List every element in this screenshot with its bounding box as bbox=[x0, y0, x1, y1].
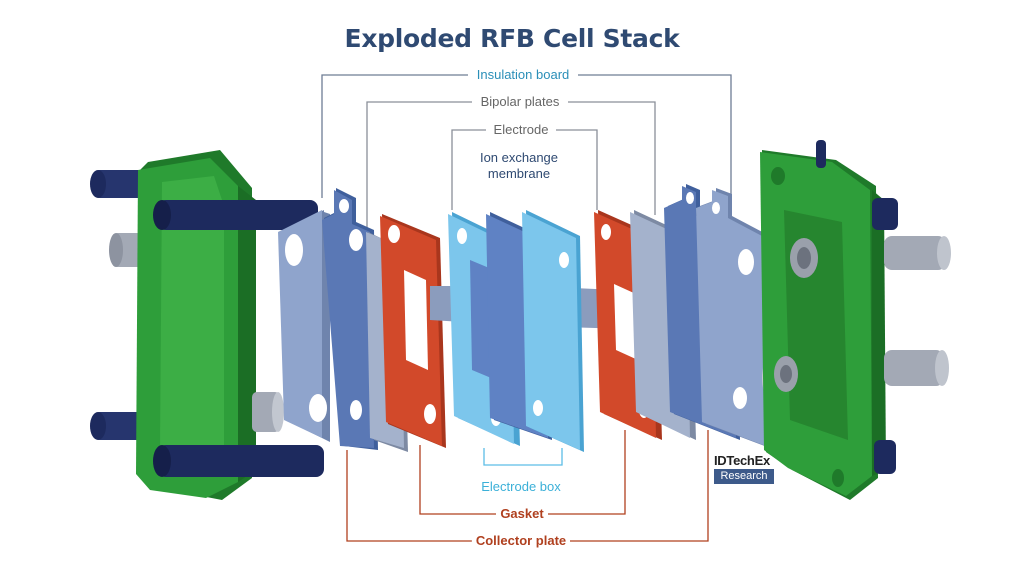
bolt bbox=[816, 140, 826, 168]
gasket-left bbox=[380, 214, 446, 448]
bipolar-plates-leader bbox=[366, 101, 656, 228]
bolt bbox=[153, 200, 318, 230]
spacer bbox=[884, 236, 951, 270]
end-plate-left bbox=[136, 150, 256, 500]
label-collector-plate: Collector plate bbox=[471, 533, 571, 548]
right-end-plate-assembly bbox=[760, 140, 951, 500]
bolt bbox=[153, 445, 324, 477]
label-ion-exchange-membrane: Ion exchange membrane bbox=[479, 150, 559, 181]
insulation-board-right bbox=[696, 188, 770, 448]
collector-plate-leader bbox=[346, 430, 709, 542]
idtechex-logo: IDTechEx Research bbox=[714, 453, 774, 484]
label-insulation-board: Insulation board bbox=[472, 67, 574, 82]
bolt bbox=[874, 440, 896, 474]
gasket-leader bbox=[419, 430, 626, 515]
bipolar-plate-left bbox=[322, 188, 378, 450]
bolt bbox=[872, 198, 898, 230]
label-bipolar-plates: Bipolar plates bbox=[476, 94, 564, 109]
left-end-plate-assembly bbox=[90, 150, 324, 500]
electrode-box-right bbox=[522, 210, 584, 452]
spacer bbox=[884, 350, 949, 386]
logo-sub: Research bbox=[714, 469, 774, 484]
electrode-box-leader bbox=[483, 448, 563, 466]
label-electrode: Electrode bbox=[489, 122, 553, 137]
electrode-leader bbox=[451, 129, 598, 210]
label-electrode-box: Electrode box bbox=[477, 479, 565, 494]
insulation-board-left bbox=[278, 210, 330, 442]
spacer bbox=[252, 392, 284, 432]
bolt bbox=[90, 170, 152, 198]
label-gasket: Gasket bbox=[496, 506, 548, 521]
page-title: Exploded RFB Cell Stack bbox=[344, 24, 680, 53]
end-plate-right bbox=[760, 150, 886, 500]
insulation-board-leader bbox=[321, 74, 732, 200]
logo-brand: IDTechEx bbox=[714, 453, 770, 468]
